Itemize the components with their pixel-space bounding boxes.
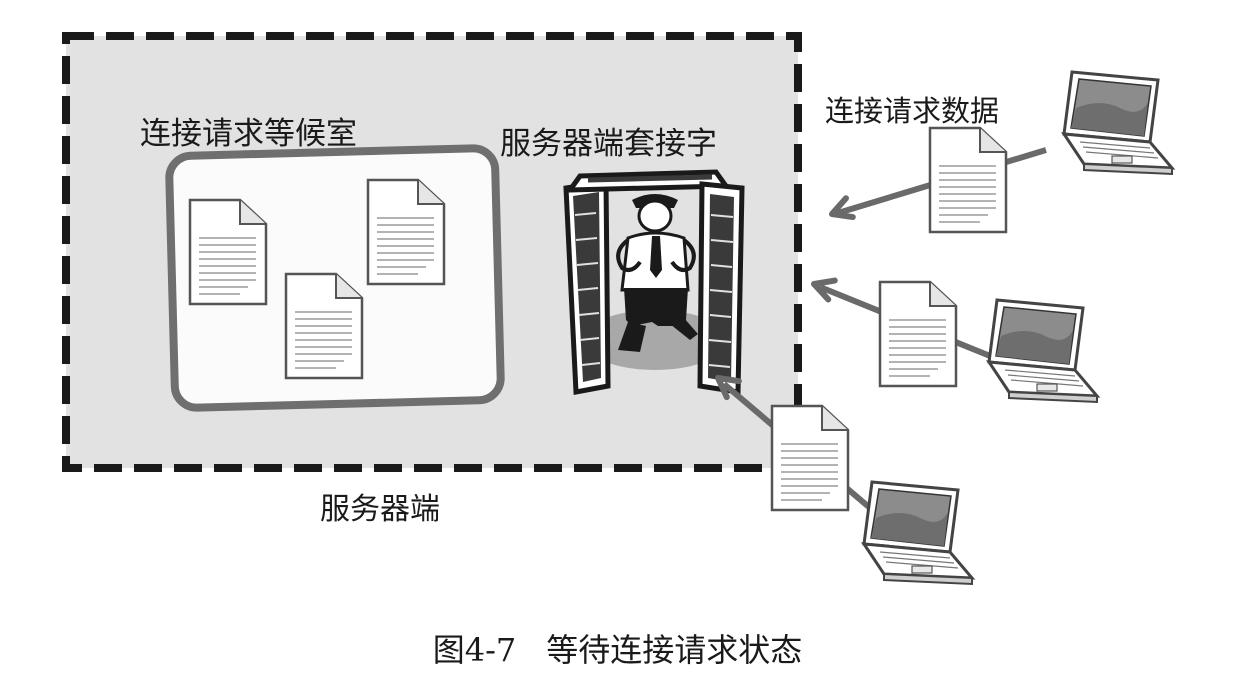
- figure-caption-text: 等待连接请求状态: [546, 631, 803, 669]
- laptop-icon: [987, 298, 1099, 404]
- document-icon: [366, 178, 446, 286]
- waiting-room-label: 连接请求等候室: [140, 116, 357, 152]
- server-label: 服务器端: [320, 492, 440, 527]
- server-socket-label: 服务器端套接字: [500, 126, 717, 162]
- document-icon: [284, 272, 364, 380]
- doorman-icon: [563, 169, 745, 395]
- document-icon: [770, 404, 850, 512]
- figure-caption: 图4-7 等待连接请求状态: [0, 625, 1235, 671]
- document-icon: [188, 198, 268, 306]
- figure-number: 图4-7: [432, 631, 517, 669]
- document-icon: [878, 280, 958, 388]
- request-data-label: 连接请求数据: [825, 94, 1000, 128]
- document-icon: [928, 126, 1008, 234]
- laptop-icon: [862, 480, 974, 586]
- laptop-icon: [1062, 70, 1174, 176]
